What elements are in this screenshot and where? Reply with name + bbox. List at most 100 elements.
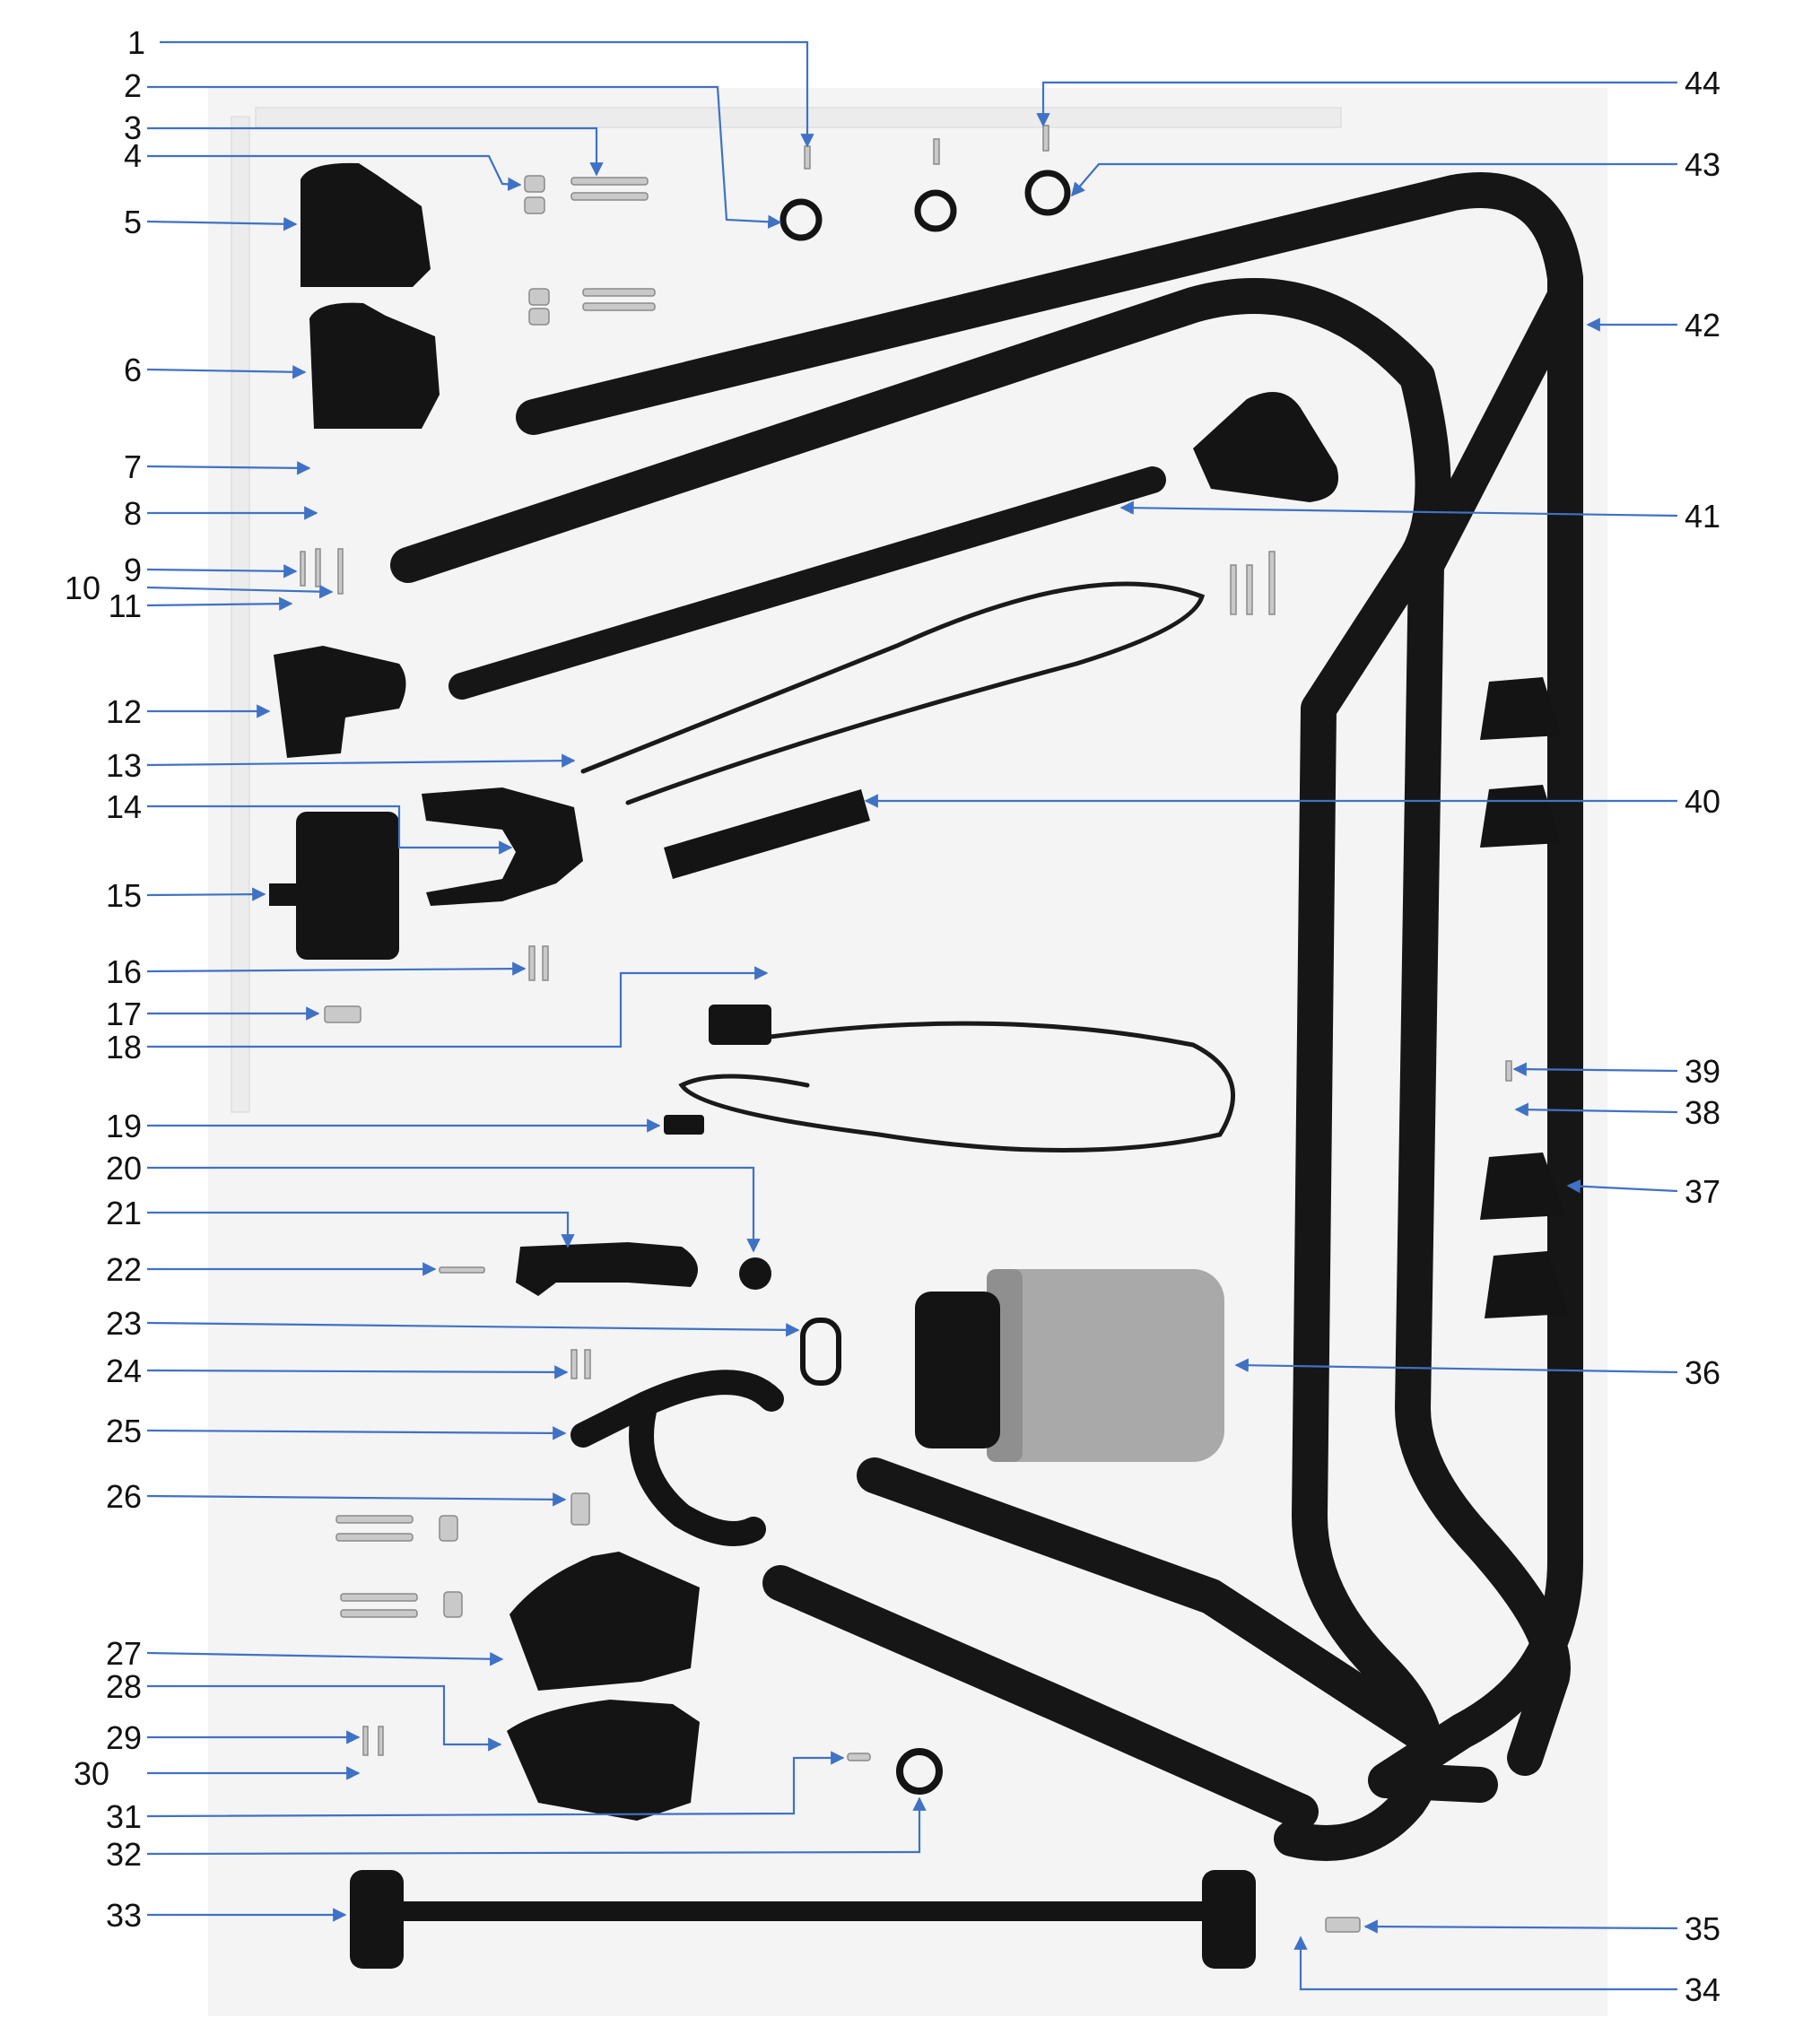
callout-20: 20 bbox=[106, 1150, 142, 1187]
callout-22: 22 bbox=[106, 1251, 142, 1288]
clip-37-d bbox=[1485, 1251, 1568, 1318]
leader-34 bbox=[1293, 1935, 1677, 1991]
leader-lines bbox=[146, 40, 1678, 1991]
pin-1 bbox=[804, 145, 811, 170]
leader-16 bbox=[146, 961, 527, 976]
callout-28: 28 bbox=[106, 1668, 142, 1705]
ruler-left bbox=[231, 116, 250, 1113]
callout-38: 38 bbox=[1685, 1094, 1720, 1131]
leader-38 bbox=[1514, 1102, 1678, 1117]
callout-41: 41 bbox=[1685, 498, 1720, 535]
bolt-pair bbox=[582, 288, 656, 297]
callout-31: 31 bbox=[106, 1798, 142, 1835]
screw-29a bbox=[362, 1726, 369, 1756]
fork-bracket-14 bbox=[422, 787, 583, 906]
gasket-23 bbox=[800, 1318, 841, 1386]
bolts-left-d bbox=[340, 1609, 418, 1618]
callout-10: 10 bbox=[65, 570, 100, 606]
callout-11: 11 bbox=[109, 587, 142, 624]
leader-11 bbox=[146, 596, 293, 611]
screw-17 bbox=[324, 1005, 361, 1023]
callout-44: 44 bbox=[1685, 65, 1720, 101]
nut-left-b bbox=[443, 1591, 463, 1618]
leader-7 bbox=[146, 461, 311, 475]
leader-1 bbox=[160, 40, 814, 148]
leader-27 bbox=[146, 1651, 504, 1666]
motor-side-plate bbox=[915, 1292, 1000, 1448]
screw-26 bbox=[570, 1492, 590, 1526]
clip-37-c bbox=[1480, 1152, 1565, 1220]
clamp-ring-2 bbox=[779, 198, 823, 241]
bolt-pair-b bbox=[582, 302, 656, 311]
callout-43: 43 bbox=[1685, 146, 1720, 183]
leader-36 bbox=[1234, 1358, 1678, 1374]
callout-33: 33 bbox=[106, 1897, 142, 1934]
callout-40: 40 bbox=[1685, 783, 1720, 820]
screw-29b bbox=[378, 1726, 384, 1756]
clamp-block-6 bbox=[309, 302, 440, 429]
bolt-3b bbox=[570, 192, 649, 201]
leader-15 bbox=[146, 887, 266, 901]
callout-42: 42 bbox=[1685, 307, 1720, 344]
callout-9: 9 bbox=[124, 552, 142, 588]
callout-30: 30 bbox=[74, 1755, 109, 1792]
callout-5: 5 bbox=[124, 204, 142, 240]
leader-24 bbox=[146, 1365, 569, 1379]
leader-41 bbox=[1119, 500, 1678, 518]
bracket-28 bbox=[507, 1700, 700, 1821]
screw-16a bbox=[528, 945, 536, 981]
callout-19: 19 bbox=[106, 1108, 142, 1144]
screw-39 bbox=[1505, 1060, 1512, 1082]
knob-20 bbox=[739, 1257, 771, 1290]
clamp-ring-mid bbox=[914, 189, 957, 232]
cable-13 bbox=[580, 581, 1206, 805]
callout-21: 21 bbox=[106, 1195, 142, 1231]
bracket-27 bbox=[509, 1552, 700, 1691]
clamp-block-5 bbox=[300, 162, 431, 287]
pin-44 bbox=[1042, 125, 1049, 152]
leader-28 bbox=[147, 1684, 502, 1752]
leader-6 bbox=[146, 365, 307, 379]
callout-27: 27 bbox=[106, 1635, 142, 1672]
leader-14 bbox=[147, 805, 513, 855]
leader-20 bbox=[147, 1166, 761, 1253]
leader-23 bbox=[146, 1321, 800, 1337]
nut-left-a bbox=[439, 1515, 458, 1542]
controller-connector bbox=[269, 883, 300, 906]
motor-hub-36 bbox=[987, 1269, 1224, 1462]
callout-23: 23 bbox=[106, 1305, 142, 1342]
callout-34: 34 bbox=[1685, 1971, 1720, 2008]
ruler-top bbox=[255, 107, 1342, 128]
screw-9b bbox=[315, 548, 321, 587]
frame-tube-lower bbox=[857, 1457, 1435, 1749]
callout-6: 6 bbox=[124, 352, 142, 388]
cable-19 bbox=[678, 1021, 1235, 1152]
leader-26 bbox=[146, 1492, 567, 1507]
lever-21 bbox=[516, 1242, 698, 1296]
callout-36: 36 bbox=[1685, 1354, 1720, 1391]
callout-1: 1 bbox=[127, 24, 145, 61]
screw-22 bbox=[439, 1266, 485, 1274]
callout-4: 4 bbox=[124, 137, 142, 174]
callout-14: 14 bbox=[106, 788, 142, 825]
screw-16b bbox=[542, 945, 549, 981]
nut-pair-b bbox=[528, 308, 550, 326]
callout-15: 15 bbox=[106, 877, 142, 914]
screw-41-group bbox=[1230, 564, 1237, 615]
frame-tube-middle bbox=[390, 278, 1451, 1861]
cross-bar-end-right bbox=[1202, 1870, 1256, 1969]
leader-25 bbox=[146, 1426, 567, 1440]
leader-13 bbox=[146, 753, 576, 768]
leader-35 bbox=[1363, 1919, 1678, 1934]
clip-37-a bbox=[1480, 677, 1561, 740]
bolts-left-b bbox=[335, 1533, 414, 1542]
screw-24a bbox=[570, 1349, 578, 1379]
callout-39: 39 bbox=[1685, 1053, 1720, 1090]
callout-3: 3 bbox=[124, 109, 142, 146]
nut-4a bbox=[524, 175, 545, 193]
leader-5 bbox=[146, 217, 298, 231]
screw-41-group-c bbox=[1268, 551, 1276, 615]
nut-pair-a bbox=[528, 288, 550, 306]
callout-12: 12 bbox=[106, 693, 142, 730]
screw-24b bbox=[584, 1349, 591, 1379]
